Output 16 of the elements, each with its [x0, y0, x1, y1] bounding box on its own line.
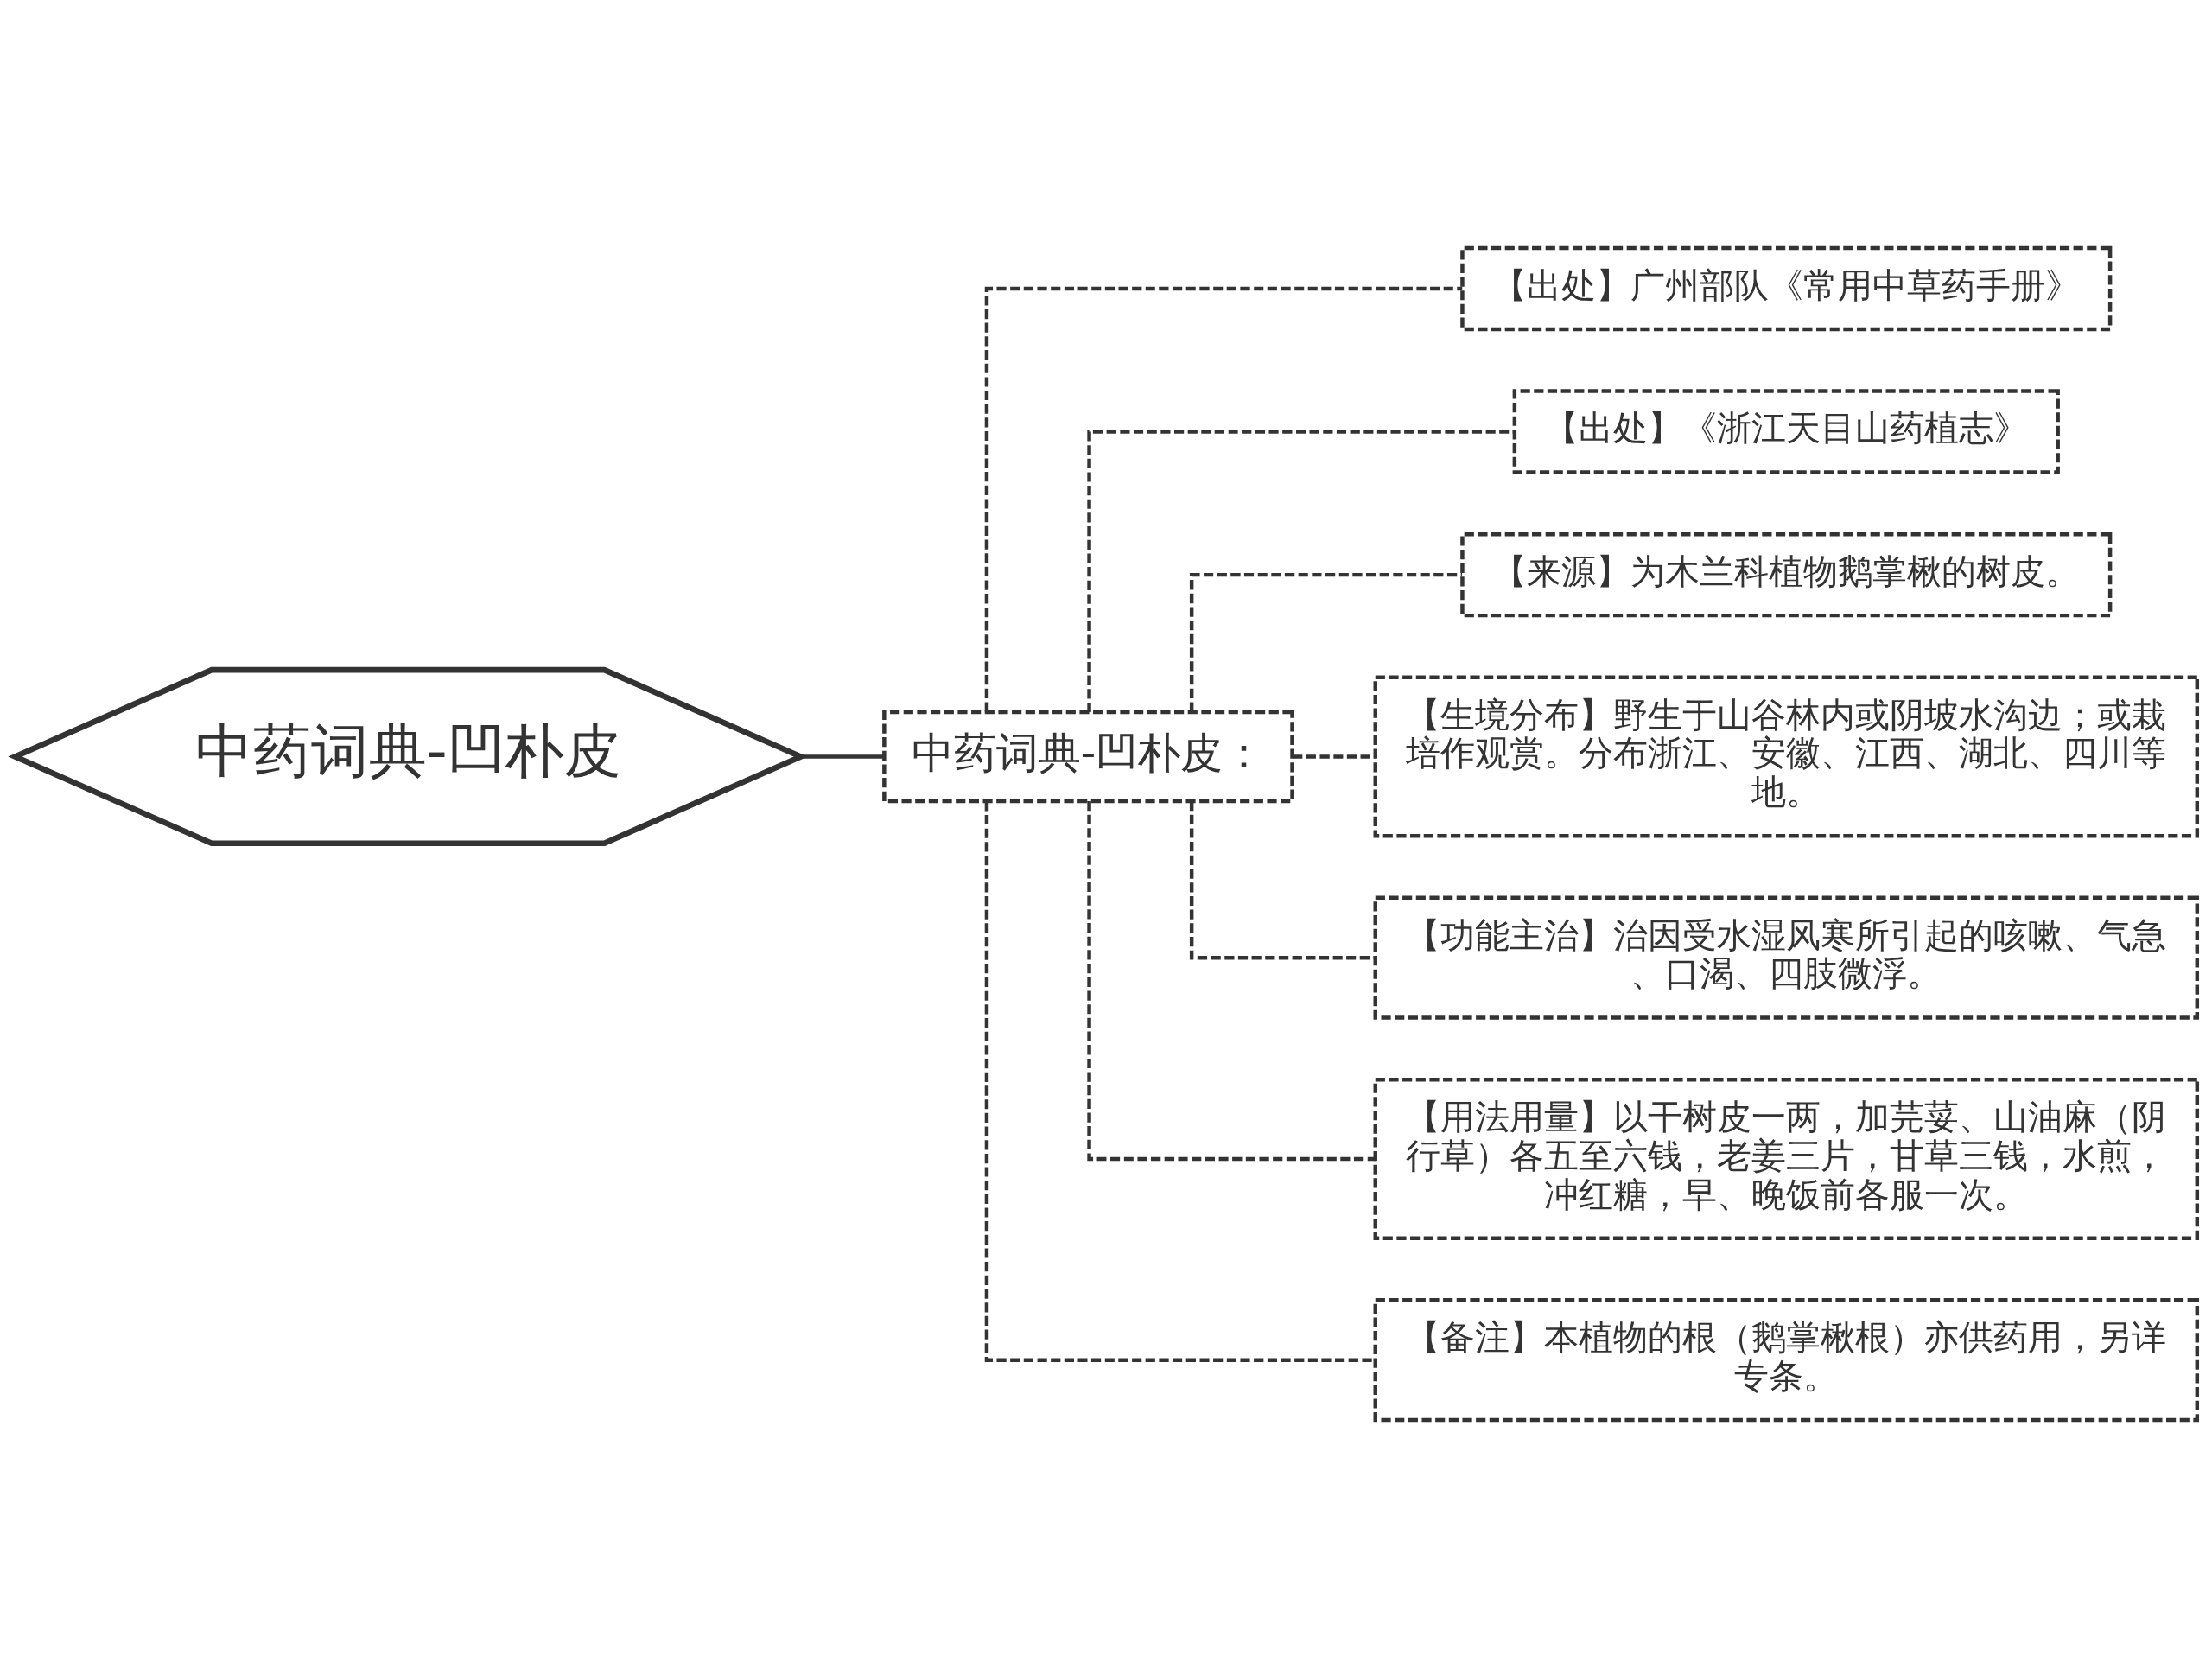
- connector: [984, 286, 1463, 712]
- node-box: 【用法用量】以干树皮一两，加芫荽、山油麻（阴行草）各五至六钱，老姜三片，甘草三钱，水煎，冲红糖，早、晚饭前各服一次。: [1373, 1077, 2200, 1240]
- connector: [1189, 572, 1462, 712]
- node-box: 【出处】广州部队《常用中草药手册》: [1460, 245, 2113, 332]
- node-box: 【出处】《浙江天目山药植志》: [1512, 389, 2060, 474]
- connector: [1087, 430, 1515, 712]
- node-box: 【功能主治】治因受水湿风寒所引起的咳嗽、气急、口渴、四肢微浮。: [1373, 895, 2200, 1020]
- node-box: 【生境分布】野生于山谷林内或阴坡水沟边；或栽培作观赏。分布浙江、安徽、江西、湖北、四川等地。: [1373, 675, 2200, 838]
- connector: [1293, 754, 1376, 759]
- connector: [984, 801, 1376, 1362]
- node-box: 中药词典-凹朴皮：: [882, 710, 1294, 804]
- connector: [800, 754, 885, 759]
- node-box: 【备注】本植物的根（鹅掌楸根）亦供药用，另详专条。: [1373, 1298, 2200, 1423]
- node-box: 【来源】为木兰科植物鹅掌楸的树皮。: [1460, 532, 2113, 618]
- connector: [1087, 801, 1376, 1162]
- connector: [1189, 801, 1376, 960]
